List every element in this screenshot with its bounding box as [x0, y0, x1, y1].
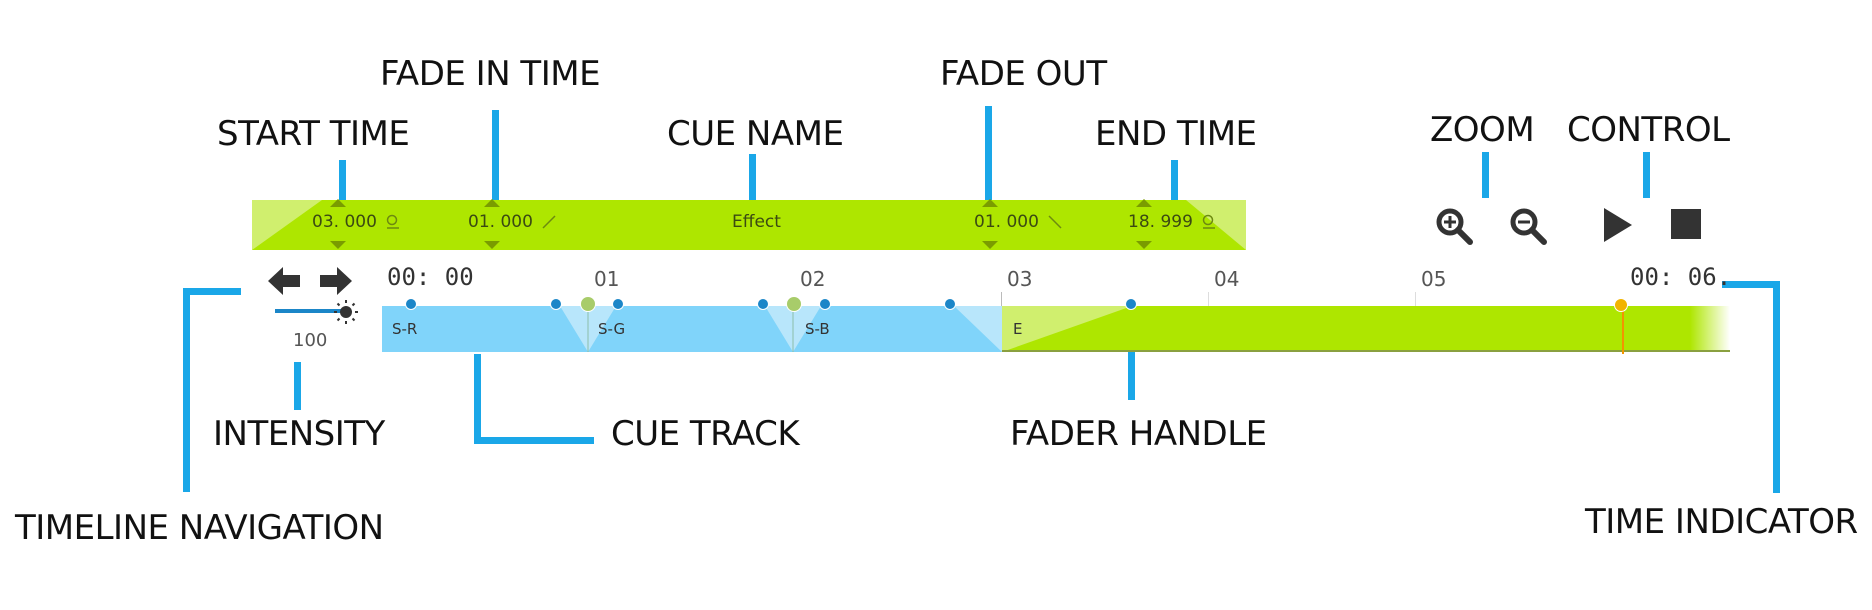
intensity-value: 100 — [293, 330, 328, 351]
playhead-knob[interactable] — [1614, 298, 1628, 312]
cue-label-e: E — [1013, 320, 1023, 338]
fade-out-icon — [1048, 215, 1062, 229]
sun-icon[interactable] — [333, 299, 359, 325]
fader-handle[interactable] — [757, 298, 769, 310]
start-time-up-arrow[interactable] — [330, 199, 346, 207]
fade-out-down-arrow[interactable] — [982, 241, 998, 249]
arrow-right-icon[interactable] — [318, 266, 352, 296]
fade-in-time-value: 01. 000 — [468, 212, 533, 232]
tick-label-03: 03 — [1007, 267, 1033, 291]
cue-track-fades — [560, 306, 1002, 352]
callout-cue-track: CUE TRACK — [611, 414, 800, 454]
intensity-slider[interactable] — [275, 309, 345, 313]
leader-cue-name — [749, 154, 756, 200]
fader-handle[interactable] — [550, 298, 562, 310]
track-baseline — [1002, 350, 1730, 352]
fader-handle-effect[interactable] — [1125, 298, 1137, 310]
zoom-in-icon[interactable] — [1434, 206, 1474, 246]
tick-line-04 — [1208, 292, 1209, 306]
fader-handle[interactable] — [612, 298, 624, 310]
start-time-field[interactable]: 03. 000 — [312, 212, 401, 232]
effect-track-fade-edge — [1690, 306, 1730, 352]
callout-start-time: START TIME — [217, 114, 410, 154]
cue-label-s-r: S-R — [392, 320, 418, 338]
callout-fade-in-time: FADE IN TIME — [380, 54, 601, 94]
leader-fader-handle — [1128, 310, 1135, 400]
tick-line-03 — [1001, 292, 1002, 306]
callout-control: CONTROL — [1567, 110, 1730, 150]
fade-in-up-arrow[interactable] — [484, 199, 500, 207]
tick-label-05: 05 — [1421, 267, 1447, 291]
playhead-line[interactable] — [1622, 304, 1624, 354]
cue-name-field[interactable]: Effect — [732, 212, 781, 232]
zoom-out-icon[interactable] — [1508, 206, 1548, 246]
current-time-indicator: 00: 06. — [1630, 263, 1732, 291]
leader-cue-track-v — [474, 354, 481, 444]
callout-fade-out: FADE OUT — [940, 54, 1107, 94]
leader-cue-track-h — [474, 437, 594, 444]
cue-header-bar[interactable]: 03. 000 01. 000 Effect 01. 000 18. 999 — [252, 199, 1246, 250]
end-time-icon — [1203, 214, 1216, 229]
fade-out-up-arrow[interactable] — [982, 199, 998, 207]
cue-boundary-handle[interactable] — [786, 296, 802, 312]
tick-label-04: 04 — [1214, 267, 1240, 291]
arrow-left-icon[interactable] — [268, 266, 302, 296]
cue-label-s-g: S-G — [598, 320, 626, 338]
fade-in-ramp — [252, 200, 322, 250]
leader-intensity — [294, 362, 301, 410]
fader-handle[interactable] — [819, 298, 831, 310]
leader-zoom — [1482, 152, 1489, 198]
end-time-down-arrow[interactable] — [1136, 241, 1152, 249]
leader-start-time — [339, 160, 346, 204]
end-time-field[interactable]: 18. 999 — [1128, 212, 1217, 232]
callout-intensity: INTENSITY — [213, 414, 385, 454]
leader-time-indicator-h — [1722, 281, 1780, 288]
end-time-value: 18. 999 — [1128, 212, 1193, 232]
cue-track-effect[interactable] — [1002, 306, 1730, 352]
tick-label-02: 02 — [800, 267, 826, 291]
callout-zoom: ZOOM — [1430, 110, 1535, 150]
callout-cue-name: CUE NAME — [667, 114, 844, 154]
callout-end-time: END TIME — [1095, 114, 1257, 154]
tick-label-01: 01 — [594, 267, 620, 291]
leader-timeline-nav-h — [183, 288, 241, 295]
start-time-icon — [387, 214, 400, 229]
start-time-value: 03. 000 — [312, 212, 377, 232]
callout-time-indicator: TIME INDICATOR — [1585, 502, 1858, 542]
callout-timeline-navigation: TIMELINE NAVIGATION — [15, 508, 384, 548]
leader-timeline-nav-v — [183, 288, 190, 492]
end-time-up-arrow[interactable] — [1136, 199, 1152, 207]
play-icon[interactable] — [1600, 206, 1634, 244]
fade-in-down-arrow[interactable] — [484, 241, 500, 249]
stop-icon[interactable] — [1670, 208, 1702, 240]
fade-out-time-value: 01. 000 — [974, 212, 1039, 232]
cue-label-s-b: S-B — [805, 320, 830, 338]
timeline-start-label: 00: 00 — [387, 263, 474, 291]
leader-time-indicator-v — [1773, 281, 1780, 493]
start-time-down-arrow[interactable] — [330, 241, 346, 249]
cue-track-sequence[interactable] — [382, 306, 1002, 352]
leader-end-time — [1171, 160, 1178, 204]
leader-fade-in — [492, 110, 499, 204]
cue-name-value: Effect — [732, 212, 781, 232]
leader-fade-out — [985, 106, 992, 202]
tick-line-05 — [1415, 292, 1416, 306]
fade-in-icon — [542, 215, 556, 229]
callout-fader-handle: FADER HANDLE — [1010, 414, 1267, 454]
effect-fade-in — [1002, 306, 1132, 352]
fade-in-time-field[interactable]: 01. 000 — [468, 212, 557, 232]
fade-out-ramp — [1186, 200, 1246, 250]
fader-handle[interactable] — [944, 298, 956, 310]
cue-boundary-handle[interactable] — [580, 296, 596, 312]
fader-handle[interactable] — [405, 298, 417, 310]
fade-out-time-field[interactable]: 01. 000 — [974, 212, 1063, 232]
leader-control — [1643, 152, 1650, 198]
